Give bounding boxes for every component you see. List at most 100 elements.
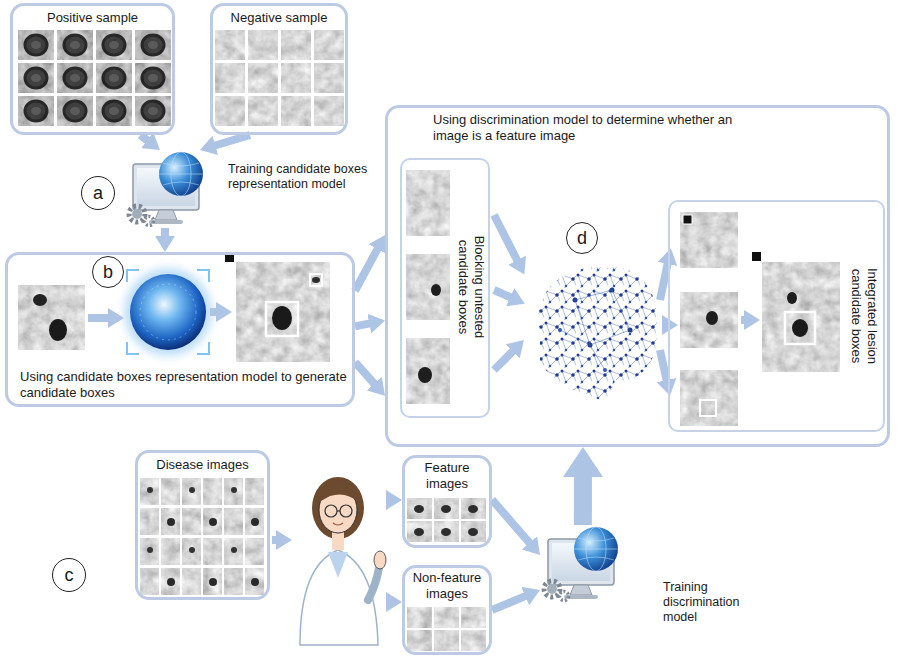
process-panel: Using candidate boxes representation mod… <box>5 252 355 407</box>
step-label: a <box>93 184 103 202</box>
step-label: c <box>65 566 74 584</box>
flow-arrow <box>741 316 746 324</box>
step-letter: a <box>81 176 115 210</box>
image-set-box: Feature images <box>402 455 492 548</box>
flow-arrow <box>492 595 527 610</box>
node-label: Positive sample <box>13 10 172 26</box>
doctor-figure <box>368 568 379 600</box>
flow-arrow <box>494 215 518 262</box>
process-panel: Using discrimination model to determine … <box>385 105 890 447</box>
doctor-figure <box>325 505 337 517</box>
flow-arrow <box>88 314 110 322</box>
step-label: b <box>103 263 113 281</box>
step-letter: d <box>566 222 598 254</box>
integrated-images <box>762 262 840 372</box>
node-label: Feature images <box>405 460 489 491</box>
image-set-box: Non-feature images <box>402 565 492 655</box>
node-label: Training discrimination model <box>663 580 758 625</box>
integrated-images <box>680 212 840 426</box>
negative-sample-grid <box>215 30 344 126</box>
non-feature-image-grid <box>407 607 486 651</box>
integrated-images <box>700 400 716 416</box>
flow-arrow <box>494 350 514 370</box>
input-image <box>18 285 85 350</box>
training-computer: Training discrimination model <box>540 525 760 640</box>
feature-image-grid <box>407 498 486 542</box>
image-column: Integrated lesion candidate boxes <box>668 200 885 432</box>
node-label: Negative sample <box>213 10 345 26</box>
output-image <box>312 277 320 283</box>
output-image <box>266 302 298 336</box>
flow-arrow <box>88 215 746 602</box>
output-image <box>272 306 292 330</box>
image-column: Blocking untested candidate boxes <box>400 158 490 418</box>
flow-arrow <box>386 496 388 504</box>
flow-arrow <box>161 228 169 238</box>
doctor-figure <box>333 523 343 525</box>
disease-image-grid <box>140 478 264 595</box>
node-label: Integrated lesion candidate boxes <box>849 241 880 391</box>
model-orb <box>140 284 196 340</box>
blocked-images <box>406 338 450 404</box>
model-orb <box>127 270 209 354</box>
feature-image-grid <box>407 498 486 542</box>
disease-image-grid <box>140 478 264 595</box>
step-letter: c <box>52 558 86 592</box>
flow-arrow <box>355 247 378 290</box>
doctor-figure <box>340 505 352 517</box>
feature-image-grid <box>407 498 486 542</box>
doctor-figure <box>328 552 348 578</box>
integrated-images <box>792 319 808 337</box>
computer-icon <box>129 152 203 226</box>
integrated-images <box>680 370 738 426</box>
sample-box: Negative sample <box>210 3 348 135</box>
step-letter: b <box>92 256 124 288</box>
flow-arrow <box>140 135 148 141</box>
model-orb <box>124 268 212 356</box>
input-image <box>33 294 47 306</box>
image-set-box: Disease images <box>135 450 270 600</box>
negative-sample-grid <box>215 30 344 126</box>
neural-brain <box>538 267 657 399</box>
output-image <box>236 262 330 362</box>
neural-brain <box>560 290 630 370</box>
integrated-images <box>706 311 718 325</box>
flow-arrow <box>210 308 218 316</box>
neural-brain <box>538 267 657 399</box>
blocked-images <box>406 170 450 236</box>
blocked-images <box>431 284 441 296</box>
doctor-figure <box>337 510 340 511</box>
doctor-figure <box>319 481 358 502</box>
doctor-figure <box>374 551 386 569</box>
node-label: Using discrimination model to determine … <box>433 112 763 143</box>
model-orb <box>124 268 212 356</box>
positive-sample-grid <box>18 30 171 126</box>
doctor-figure <box>300 477 386 645</box>
node-label: Non-feature images <box>405 570 489 601</box>
disease-image-grid <box>140 478 264 595</box>
node-label: Training candidate boxes representation … <box>228 162 380 192</box>
disease-image-grid <box>140 478 264 595</box>
flow-arrow <box>494 290 512 298</box>
flow-arrow <box>386 598 388 606</box>
input-image <box>18 285 85 350</box>
flow-arrow <box>660 350 667 382</box>
flow-arrow <box>355 323 371 326</box>
blocked-images <box>406 254 450 320</box>
blocked-images <box>406 170 450 404</box>
flow-arrow <box>355 362 376 385</box>
integrated-images <box>680 292 738 348</box>
doctor-figure <box>300 550 378 645</box>
non-feature-image-grid <box>407 607 486 651</box>
flow-arrow <box>213 135 250 146</box>
sample-box: Positive sample <box>10 3 175 135</box>
feature-image-grid <box>407 498 486 542</box>
positive-sample-grid <box>18 30 171 126</box>
positive-sample-grid <box>18 30 171 126</box>
integrated-images <box>752 252 761 261</box>
flow-arrow <box>272 536 278 544</box>
negative-sample-grid <box>215 30 344 126</box>
flow-arrow <box>660 262 668 300</box>
computer-icon <box>544 527 618 601</box>
